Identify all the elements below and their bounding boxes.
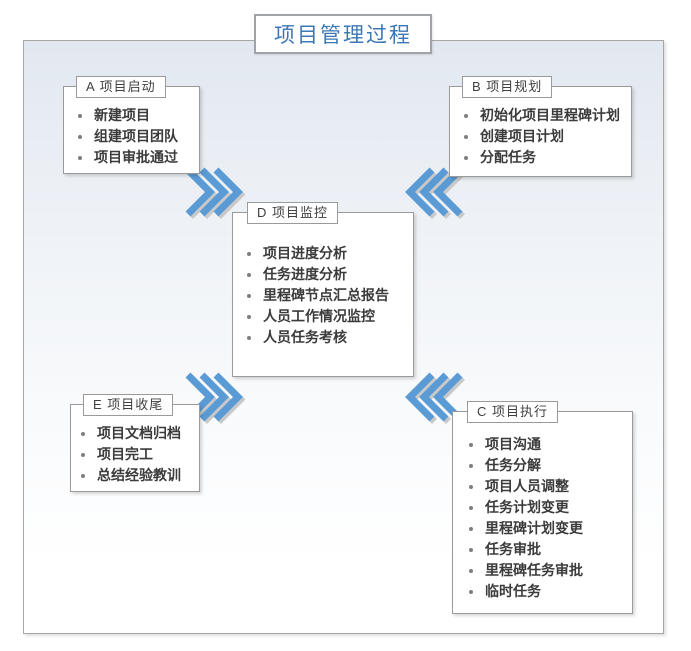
list-item: 任务审批: [463, 539, 632, 560]
list-item: 项目沟通: [463, 434, 632, 455]
list-item: 新建项目: [72, 105, 199, 126]
list-item: 项目文档归档: [75, 423, 199, 444]
list-item: 创建项目计划: [458, 126, 631, 147]
process-box-b-title: B 项目规划: [462, 76, 553, 98]
list-item: 任务进度分析: [241, 264, 413, 285]
list-item: 项目进度分析: [241, 243, 413, 264]
process-box-d[interactable]: D 项目监控 项目进度分析 任务进度分析 里程碑节点汇总报告 人员工作情况监控 …: [232, 202, 414, 377]
list-item: 里程碑任务审批: [463, 560, 632, 581]
process-box-c-title: C 项目执行: [467, 401, 559, 423]
process-box-d-title: D 项目监控: [247, 202, 339, 224]
list-item: 项目审批通过: [72, 147, 199, 168]
list-item: 临时任务: [463, 581, 632, 602]
list-item: 项目完工: [75, 444, 199, 465]
list-item: 任务计划变更: [463, 497, 632, 518]
list-item: 人员工作情况监控: [241, 306, 413, 327]
list-item: 组建项目团队: [72, 126, 199, 147]
process-box-a-title: A 项目启动: [76, 76, 166, 98]
process-box-e-list: 项目文档归档 项目完工 总结经验教训: [75, 423, 199, 486]
process-box-b[interactable]: B 项目规划 初始化项目里程碑计划 创建项目计划 分配任务: [449, 76, 632, 177]
process-box-a[interactable]: A 项目启动 新建项目 组建项目团队 项目审批通过: [63, 76, 200, 174]
list-item: 里程碑节点汇总报告: [241, 285, 413, 306]
process-box-d-list: 项目进度分析 任务进度分析 里程碑节点汇总报告 人员工作情况监控 人员任务考核: [241, 243, 413, 348]
list-item: 人员任务考核: [241, 327, 413, 348]
list-item: 任务分解: [463, 455, 632, 476]
list-item: 初始化项目里程碑计划: [458, 105, 631, 126]
list-item: 总结经验教训: [75, 465, 199, 486]
list-item: 项目人员调整: [463, 476, 632, 497]
process-box-e[interactable]: E 项目收尾 项目文档归档 项目完工 总结经验教训: [70, 394, 200, 492]
process-box-c[interactable]: C 项目执行 项目沟通 任务分解 项目人员调整 任务计划变更 里程碑计划变更 任…: [452, 401, 633, 614]
process-box-b-list: 初始化项目里程碑计划 创建项目计划 分配任务: [458, 105, 631, 168]
arrow-b-to-d: [405, 166, 468, 224]
page-title: 项目管理过程: [254, 14, 432, 54]
arrow-a-to-d: [184, 166, 246, 224]
process-box-e-title: E 项目收尾: [83, 394, 174, 416]
arrow-c-to-d: [405, 371, 468, 429]
list-item: 分配任务: [458, 147, 631, 168]
process-box-c-list: 项目沟通 任务分解 项目人员调整 任务计划变更 里程碑计划变更 任务审批 里程碑…: [463, 434, 632, 602]
process-box-a-list: 新建项目 组建项目团队 项目审批通过: [72, 105, 199, 168]
list-item: 里程碑计划变更: [463, 518, 632, 539]
